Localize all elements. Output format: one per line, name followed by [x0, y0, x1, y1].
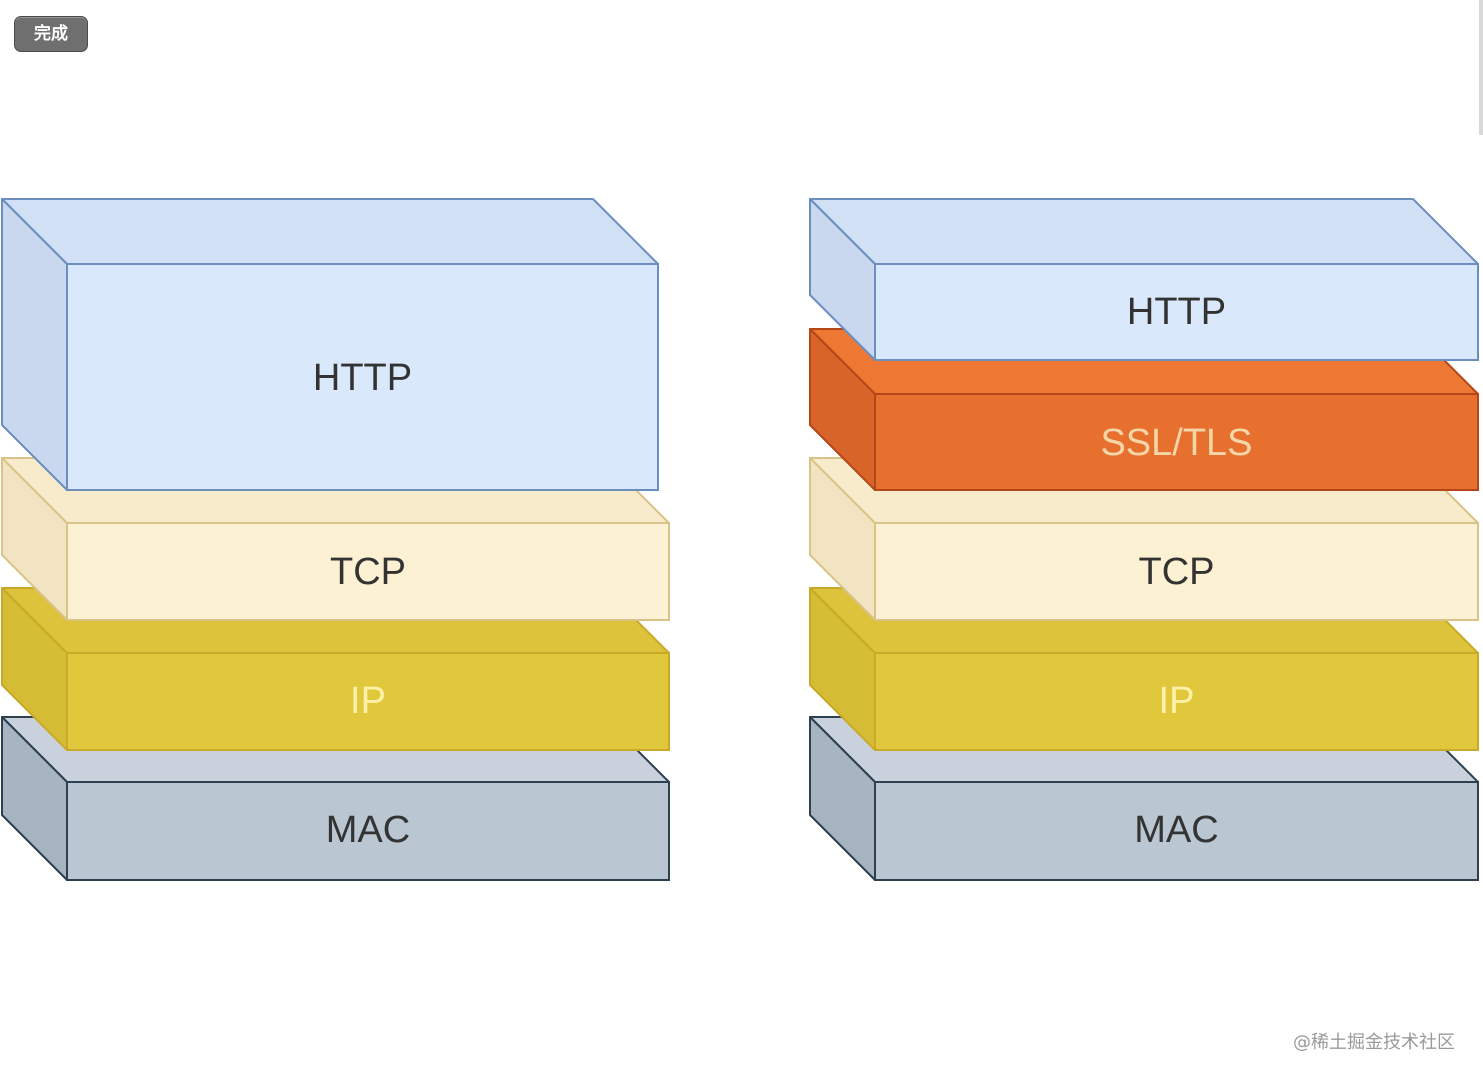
right-layer-mac-label: MAC [1134, 809, 1218, 851]
right-layer-tcp-front-face [874, 522, 1479, 621]
right-layer-ssl-tls-label: SSL/TLS [1100, 422, 1252, 464]
right-layer-ip-label: IP [1159, 680, 1195, 722]
left-layer-http-front-face [66, 263, 659, 491]
right-layer-http-label: HTTP [1127, 291, 1226, 333]
left-layer-ip-front-face [66, 652, 670, 751]
right-layer-ip-front-face [874, 652, 1479, 751]
left-layer-mac-label: MAC [326, 809, 410, 851]
right-layer-mac-front-face [874, 781, 1479, 881]
right-layer-http: HTTP [809, 198, 1479, 361]
right-layer-ssl-tls: SSL/TLS [809, 328, 1479, 491]
left-layer-tcp-front-face [66, 522, 670, 621]
done-button[interactable]: 完成 [14, 16, 88, 52]
left-protocol-stack: MAC IP TCP HTTP [1, 198, 670, 881]
watermark: @稀土掘金技术社区 [1293, 1032, 1455, 1053]
left-layer-http: HTTP [1, 198, 659, 491]
left-layer-http-top-face [1, 198, 659, 265]
left-layer-ip-label: IP [350, 680, 386, 722]
right-layer-tcp-label: TCP [1139, 551, 1215, 593]
right-layer-ssl-tls-front-face [874, 393, 1479, 491]
window-edge [1479, 0, 1483, 135]
left-layer-mac-front-face [66, 781, 670, 881]
left-layer-tcp-label: TCP [330, 551, 406, 593]
left-layer-http-label: HTTP [313, 357, 412, 399]
right-layer-http-top-face [809, 198, 1479, 265]
right-layer-http-front-face [874, 263, 1479, 361]
right-protocol-stack: MAC IP TCP SSL/TLS HTTP [809, 198, 1479, 881]
